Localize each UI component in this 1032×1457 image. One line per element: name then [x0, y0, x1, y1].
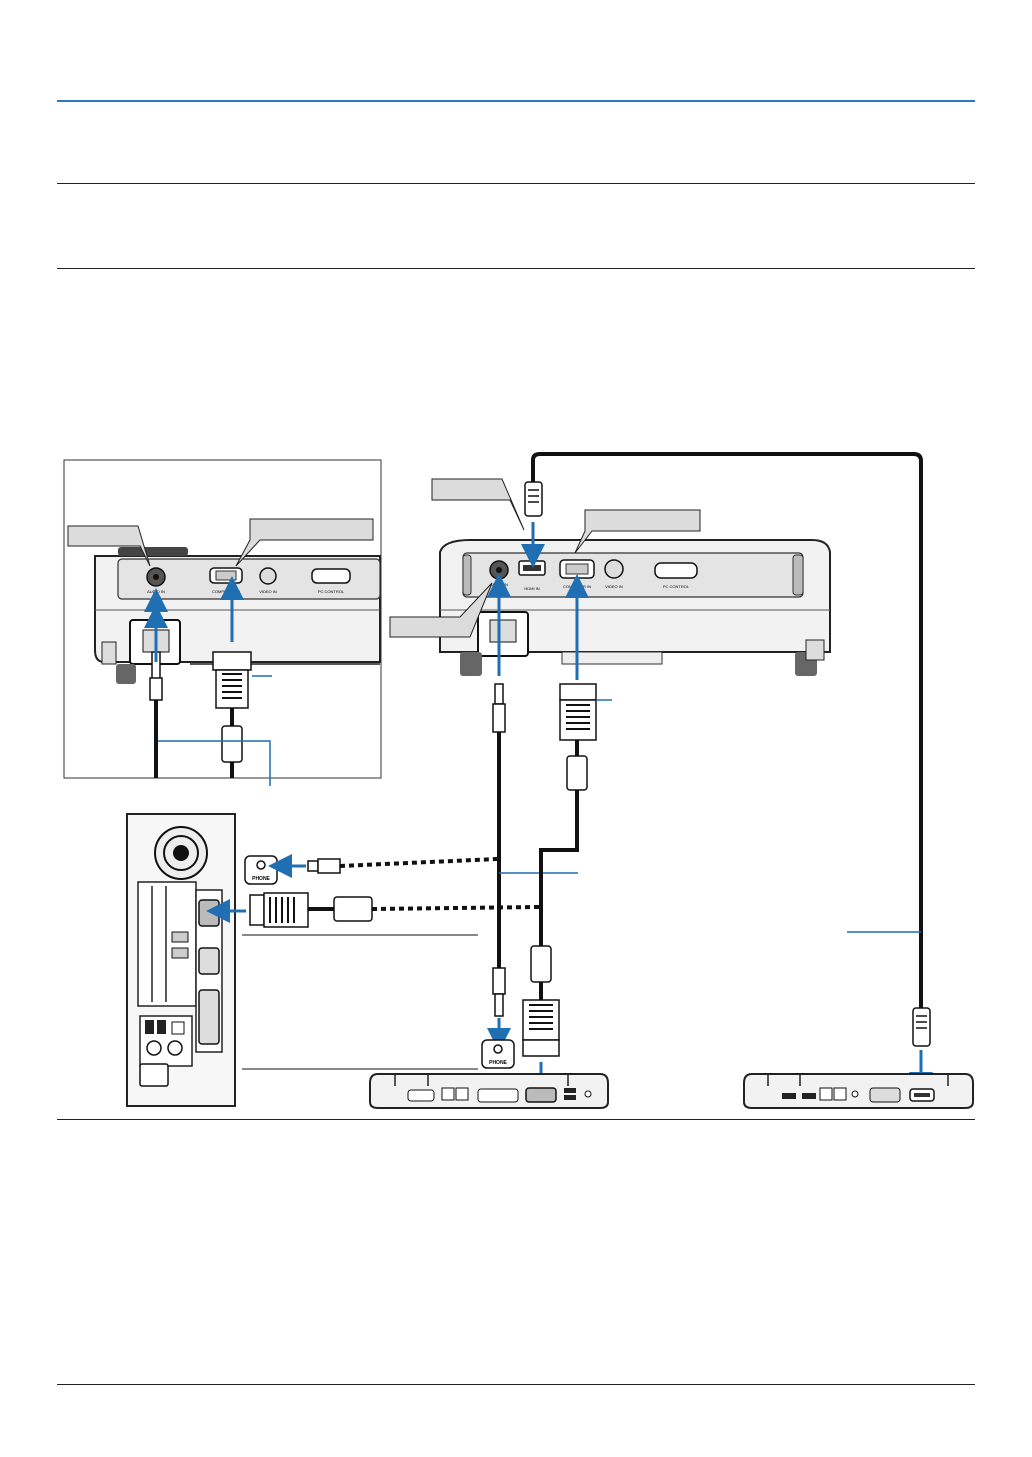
main-video-in-label: VIDEO IN [605, 584, 623, 589]
dashed-cables [339, 857, 540, 911]
laptop-center [369, 1073, 609, 1109]
inset-pc-control-port [311, 568, 351, 584]
connection-diagram: AUDIO IN COMPUTER IN VIDEO IN PC CONTROL [63, 452, 974, 1109]
phone-label-desktop: PHONE [252, 876, 270, 882]
main-hdmi-in-label: HDMI IN [524, 586, 539, 591]
desktop-tower [126, 813, 246, 1107]
main-callout-computer [574, 509, 701, 554]
inset-video-in-label: VIDEO IN [259, 589, 277, 594]
footer-rule [57, 1384, 975, 1385]
hdmi-plug-bottom [912, 1007, 931, 1047]
phone-label-laptop: PHONE [489, 1060, 507, 1066]
desktop-vga-port [198, 899, 220, 927]
main-callout-audio [389, 582, 493, 638]
main-projector: AUDIO IN HDMI IN COMPUTER IN VIDEO IN PC… [389, 478, 831, 676]
phone-jack-laptop: PHONE [481, 1039, 515, 1069]
inset-video-in-port [259, 567, 277, 585]
inset-vga-plug [212, 651, 252, 671]
lan-port-icon [171, 931, 189, 943]
inset-callout-audio [67, 525, 151, 567]
inset-panel: AUDIO IN COMPUTER IN VIDEO IN PC CONTROL [63, 459, 382, 786]
phone-jack-desktop: PHONE [244, 854, 341, 885]
hdmi-cable [521, 452, 933, 1096]
main-video-in-port [604, 559, 624, 579]
desktop-vga-plug [249, 892, 373, 928]
main-pc-control-label: PC CONTROL [663, 584, 690, 589]
inset-audio-in-label: AUDIO IN [147, 589, 165, 594]
main-vga-cable [522, 574, 612, 1098]
section-rule-3 [57, 1119, 975, 1120]
hdmi-plug-top [524, 481, 543, 517]
laptop-right [743, 1073, 974, 1109]
laptop-center-vga-port [525, 1087, 557, 1103]
section-rule-1 [57, 183, 975, 184]
main-audio-cable [487, 573, 578, 1052]
inset-computer-in-label: COMPUTER IN [212, 589, 240, 594]
inset-pc-control-label: PC CONTROL [318, 589, 345, 594]
main-port-panel [462, 552, 804, 598]
inset-callout-computer [235, 518, 374, 567]
inset-ferrite-core [221, 725, 243, 763]
main-pc-control-port [654, 562, 698, 579]
main-callout-hdmi [431, 478, 525, 531]
section-rule-2 [57, 268, 975, 269]
header-rule [57, 100, 975, 102]
